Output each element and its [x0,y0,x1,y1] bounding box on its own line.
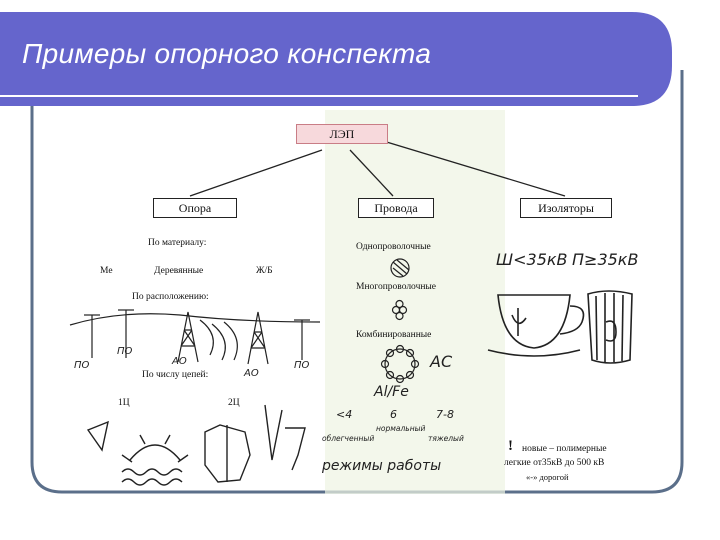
wires-ac: АС [430,352,453,371]
support-ao-right: АО [244,368,259,379]
wire-sections [380,258,420,384]
single-wire-icon [390,258,410,278]
insulator-note-mark: ! [508,438,513,454]
wires-combined: Комбинированные [356,330,432,340]
support-po-left: ПО [74,360,90,371]
wires-mode-normal: нормальный [376,424,426,433]
support-ao-left: АО [172,356,187,367]
suspension-insulator-icon [587,290,633,364]
insulator-suspension-voltage: П≥35кВ [572,250,639,269]
root-box-lep: ЛЭП [296,124,388,144]
wires-ratio-high: 7-8 [436,408,454,421]
support-circuit-1: 1Ц [118,398,130,408]
towers-sketch [69,309,321,365]
support-material-wood: Деревянные [154,266,204,276]
pin-insulator-icon [497,294,571,349]
circuits-sketch [86,404,306,486]
support-material-concrete: Ж/Б [256,266,273,276]
insulator-pin-voltage: Ш<35кВ [496,250,568,269]
wires-ratio-low: <4 [336,408,353,421]
branch-box-support: Опора [153,198,237,218]
insulators-sketch [487,290,633,364]
wires-al-fe: Al/Fe [374,384,409,400]
support-material-metal: Ме [100,266,113,276]
wires-modes-caption: режимы работы [322,458,442,474]
diagram-drawing [69,110,633,494]
insulator-note-line3: «-» дорогой [526,472,569,482]
wires-multi: Многопроволочные [356,282,437,292]
slide-title: Примеры опорного конспекта [22,38,432,69]
wires-ratio-mid: 6 [390,408,397,421]
scan-tint [325,110,505,494]
header-banner [0,12,672,106]
branch-box-insulators: Изоляторы [520,198,612,218]
root-connectors [189,139,566,197]
support-by-circuits: По числу цепей: [142,370,209,380]
combined-wire-icon [384,348,416,380]
insulator-note-line2: легкие от35кВ до 500 кВ [504,458,605,468]
lep-outline-diagram: ЛЭП Опора Провода Изоляторы По материалу… [60,110,640,494]
wires-mode-light: облегченный [322,434,375,443]
wires-mode-heavy: тяжелый [428,434,464,443]
support-po-left2: ПО [117,346,133,357]
support-po-right: ПО [294,360,310,371]
support-circuit-2: 2Ц [228,398,240,408]
insulator-note-line1: новые – полимерные [522,444,607,454]
branch-box-wires: Провода [358,198,434,218]
support-by-position: По расположению: [132,292,209,302]
support-by-material: По материалу: [148,238,207,248]
wires-single: Однопроволочные [356,242,431,252]
